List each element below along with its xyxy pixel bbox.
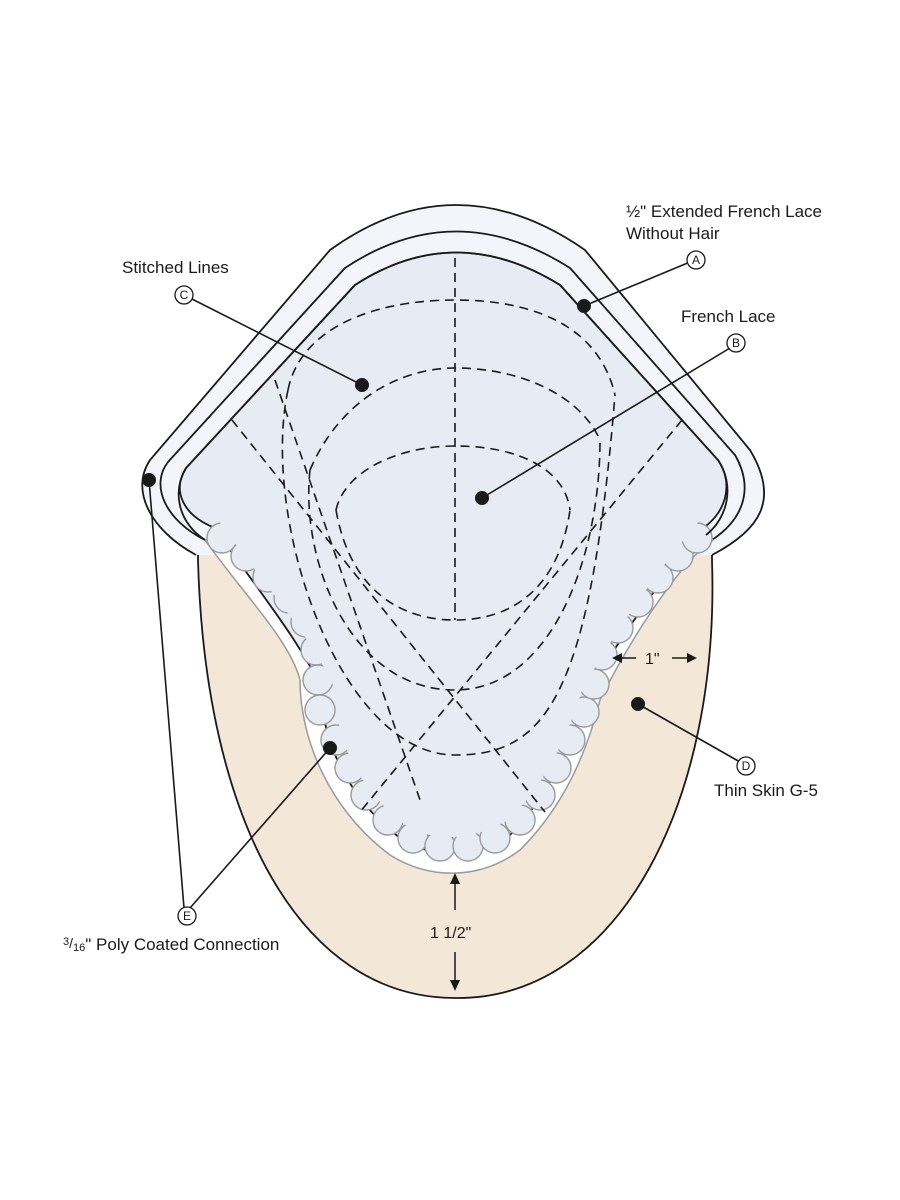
callout-e-fraction-slash: / bbox=[69, 935, 73, 951]
callout-b-label: French Lace bbox=[681, 307, 776, 326]
callout-a-marker bbox=[686, 250, 706, 270]
callout-d-dot bbox=[631, 697, 645, 711]
callout-e: E 3/16" Poly Coated Connection bbox=[63, 473, 337, 954]
bottom-depth-label: 1 1/2" bbox=[430, 925, 471, 942]
callout-a-label-line1: ½" Extended French Lace bbox=[626, 202, 822, 221]
callout-d-letter: D bbox=[742, 759, 751, 773]
callout-e-fraction-den: 16 bbox=[73, 942, 85, 954]
extended-lace-outer-outline bbox=[141, 204, 766, 556]
callout-e-dot-inner bbox=[323, 741, 337, 755]
callout-d: D Thin Skin G-5 bbox=[631, 697, 818, 800]
callout-c-label: Stitched Lines bbox=[122, 258, 229, 277]
callout-e-fraction-num: 3 bbox=[63, 936, 69, 948]
french-lace-inner-fill bbox=[186, 261, 721, 838]
callout-c-dot bbox=[355, 378, 369, 392]
bottom-depth-dimension: 1 1/2" bbox=[430, 873, 471, 991]
callout-e-label: 3/16" Poly Coated Connection bbox=[63, 935, 279, 954]
callout-d-marker bbox=[736, 756, 756, 776]
callout-c: C Stitched Lines bbox=[122, 258, 369, 392]
callout-e-text: " Poly Coated Connection bbox=[85, 935, 279, 954]
callout-a-letter: A bbox=[692, 253, 700, 267]
callout-c-letter: C bbox=[180, 288, 189, 302]
callout-b-letter: B bbox=[732, 336, 740, 350]
callout-a-dot bbox=[577, 299, 591, 313]
callout-d-label: Thin Skin G-5 bbox=[714, 781, 818, 800]
stitched-lines bbox=[231, 258, 683, 813]
callout-c-marker bbox=[174, 285, 194, 305]
callout-e-letter: E bbox=[183, 909, 191, 923]
callout-e-dot-outer bbox=[142, 473, 156, 487]
extended-lace-inner-outline bbox=[159, 230, 746, 541]
callout-b: B French Lace bbox=[475, 307, 776, 505]
side-width-label: 1" bbox=[645, 651, 660, 668]
side-width-dimension: 1" bbox=[612, 651, 697, 668]
callout-a-label-line2: Without Hair bbox=[626, 224, 720, 243]
callout-b-marker bbox=[726, 333, 746, 353]
callout-b-dot bbox=[475, 491, 489, 505]
callout-a: A ½" Extended French Lace Without Hair bbox=[577, 202, 822, 313]
callout-e-marker bbox=[177, 906, 197, 926]
french-lace-outline bbox=[177, 251, 729, 541]
